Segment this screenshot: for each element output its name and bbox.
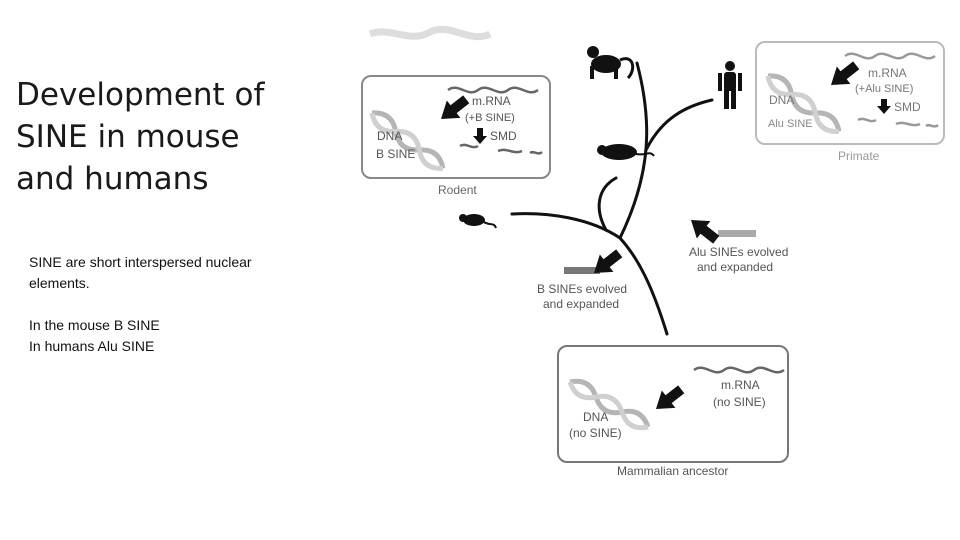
trunk-branch — [618, 236, 669, 336]
mouse-icon — [459, 214, 497, 229]
primate-dna-label: DNA — [769, 93, 794, 107]
primate-mrna-note: (+Alu SINE) — [855, 83, 913, 95]
title-line-3: and humans — [16, 161, 209, 197]
rodent-mrna-label: m.RNA — [472, 94, 511, 108]
b-sine-event: B SINEs evolved and expanded — [537, 244, 627, 311]
primate-sine-label: Alu SINE — [768, 118, 813, 130]
alu-sine-event-line-2: and expanded — [697, 260, 773, 274]
rodent-caption: Rodent — [438, 183, 477, 197]
human-branch — [644, 98, 714, 152]
rodent-smd-label: SMD — [490, 129, 517, 143]
title-line-1: Development of — [16, 77, 265, 113]
body-line-4: In humans Alu SINE — [29, 338, 155, 354]
mrna-wave — [693, 366, 785, 374]
rodent-branch — [510, 212, 622, 240]
ancestor-dna-note: (no SINE) — [569, 426, 622, 440]
phylogenetic-tree — [510, 61, 714, 336]
down-arrow-icon — [473, 128, 487, 144]
primate-panel: m.RNA (+Alu SINE) SMD DNA Alu SINE Prima… — [755, 41, 945, 163]
body-line-3: In the mouse B SINE — [29, 317, 160, 333]
mrna-wave — [844, 52, 936, 60]
body-line-1: SINE are short interspersed nuclear — [29, 254, 252, 270]
alu-sine-marker — [718, 230, 756, 237]
rat-icon — [597, 144, 655, 160]
primate-mrna-label: m.RNA — [868, 66, 907, 80]
alu-sine-event-line-1: Alu SINEs evolved — [689, 245, 788, 259]
body-line-2: elements. — [29, 275, 90, 291]
b-sine-marker — [564, 267, 600, 274]
primate-panel-box — [755, 41, 945, 145]
b-sine-event-line-2: and expanded — [543, 297, 619, 311]
rodent-panel: m.RNA (+B SINE) SMD DNA B SINE Rodent — [361, 75, 551, 197]
ancestor-dna-label: DNA — [583, 410, 608, 424]
slide-title: Development of SINE in mouse and humans — [16, 74, 316, 200]
ancestor-panel-box — [557, 345, 789, 463]
mrna-fragment — [459, 143, 479, 149]
sine-evolution-diagram: m.RNA (+B SINE) SMD DNA B SINE Rodent m.… — [361, 25, 945, 478]
primate-smd-label: SMD — [894, 100, 921, 114]
ancestor-mrna-note: (no SINE) — [713, 395, 766, 409]
title-line-2: SINE in mouse — [16, 119, 240, 155]
mrna-wave — [447, 86, 539, 94]
b-sine-event-line-1: B SINEs evolved — [537, 282, 627, 296]
slide-body: SINE are short interspersed nuclear elem… — [29, 252, 319, 357]
human-icon — [718, 61, 742, 109]
rodent-mrna-note: (+B SINE) — [465, 112, 515, 124]
rodent-dna-label: DNA — [377, 129, 402, 143]
ancestor-panel: m.RNA (no SINE) DNA (no SINE) Mammalian … — [557, 345, 789, 478]
ancestor-mrna-label: m.RNA — [721, 378, 760, 392]
faint-watermark — [368, 25, 492, 41]
primate-caption: Primate — [838, 149, 880, 163]
arrow-icon — [587, 244, 626, 282]
paragraph-gap — [29, 294, 319, 315]
monkey-icon — [587, 46, 635, 80]
mrna-fragment — [857, 117, 877, 123]
alu-sine-event: Alu SINEs evolved and expanded — [684, 211, 788, 274]
mrna-fragment — [895, 121, 921, 127]
mrna-fragment — [925, 123, 939, 128]
down-arrow-icon — [877, 99, 891, 114]
rodent-sine-label: B SINE — [376, 147, 415, 161]
mrna-fragment — [497, 148, 523, 154]
rat-branch — [597, 176, 618, 232]
mrna-fragment — [529, 150, 543, 155]
rodent-panel-box — [361, 75, 551, 179]
ancestor-caption: Mammalian ancestor — [617, 464, 728, 478]
arrow-icon — [684, 211, 723, 249]
